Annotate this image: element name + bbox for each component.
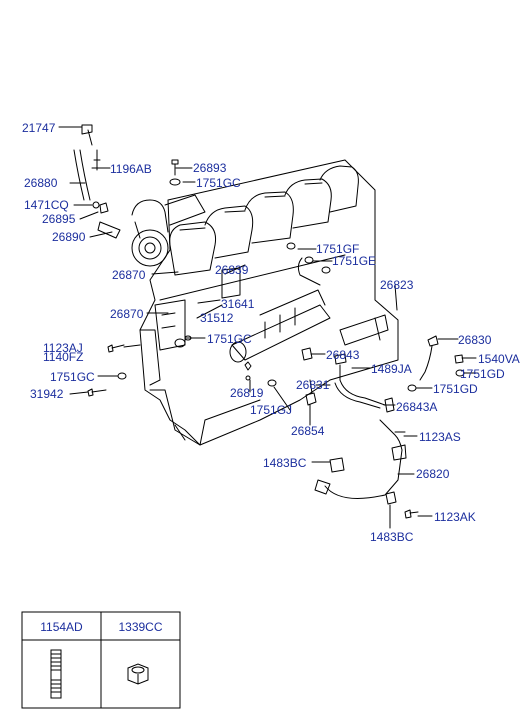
callout-26890: 26890: [52, 230, 86, 244]
callout-26823: 26823: [380, 278, 414, 292]
callout-1489JA: 1489JA: [371, 362, 412, 376]
callout-1751GJ: 1751GJ: [250, 403, 293, 417]
callout-1471CQ: 1471CQ: [24, 198, 69, 212]
callout-1751GD-b: 1751GD: [433, 382, 478, 396]
callout-26839: 26839: [215, 263, 249, 277]
callout-26820: 26820: [416, 467, 450, 481]
table-header-nut: 1339CC: [118, 620, 163, 634]
callout-31942: 31942: [30, 387, 64, 401]
callout-21747: 21747: [22, 121, 56, 135]
stud-bolt-icon: [50, 649, 62, 699]
callout-31512: 31512: [200, 311, 234, 325]
callout-1123AK: 1123AK: [434, 510, 476, 524]
callout-1123AS: 1123AS: [419, 430, 461, 444]
engine-block: [58, 124, 479, 529]
callout-1540VA: 1540VA: [478, 352, 520, 366]
callout-26843A: 26843A: [396, 400, 438, 414]
callout-31641: 31641: [221, 297, 255, 311]
callout-1751GC-top: 1751GC: [196, 176, 241, 190]
callout-1751GC-left: 1751GC: [50, 370, 95, 384]
callout-26819: 26819: [230, 386, 264, 400]
callout-1483BC-b: 1483BC: [370, 530, 414, 544]
callout-1140FZ: 1140FZ: [43, 350, 84, 364]
callout-26843: 26843: [326, 348, 360, 362]
callout-26854: 26854: [291, 424, 325, 438]
callout-26870-b: 26870: [110, 307, 144, 321]
callout-1751GE: 1751GE: [332, 254, 377, 268]
callout-26893: 26893: [193, 161, 227, 175]
parts-table: [21, 611, 181, 709]
callout-26870-a: 26870: [112, 268, 146, 282]
callout-26831: 26831: [296, 378, 330, 392]
callout-1483BC-a: 1483BC: [263, 456, 307, 470]
callout-1751GC-mid: 1751GC: [207, 332, 252, 346]
callout-1751GF: 1751GF: [316, 242, 360, 256]
callout-1123AJ: 1123AJ: [43, 341, 83, 355]
hex-nut-icon: [127, 663, 149, 685]
callout-26830: 26830: [458, 333, 492, 347]
callout-26895: 26895: [42, 212, 76, 226]
callout-1751GD-a: 1751GD: [460, 367, 505, 381]
table-header-stud: 1154AD: [40, 620, 83, 634]
callout-1196AB: 1196AB: [110, 162, 152, 176]
callout-26880: 26880: [24, 176, 58, 190]
